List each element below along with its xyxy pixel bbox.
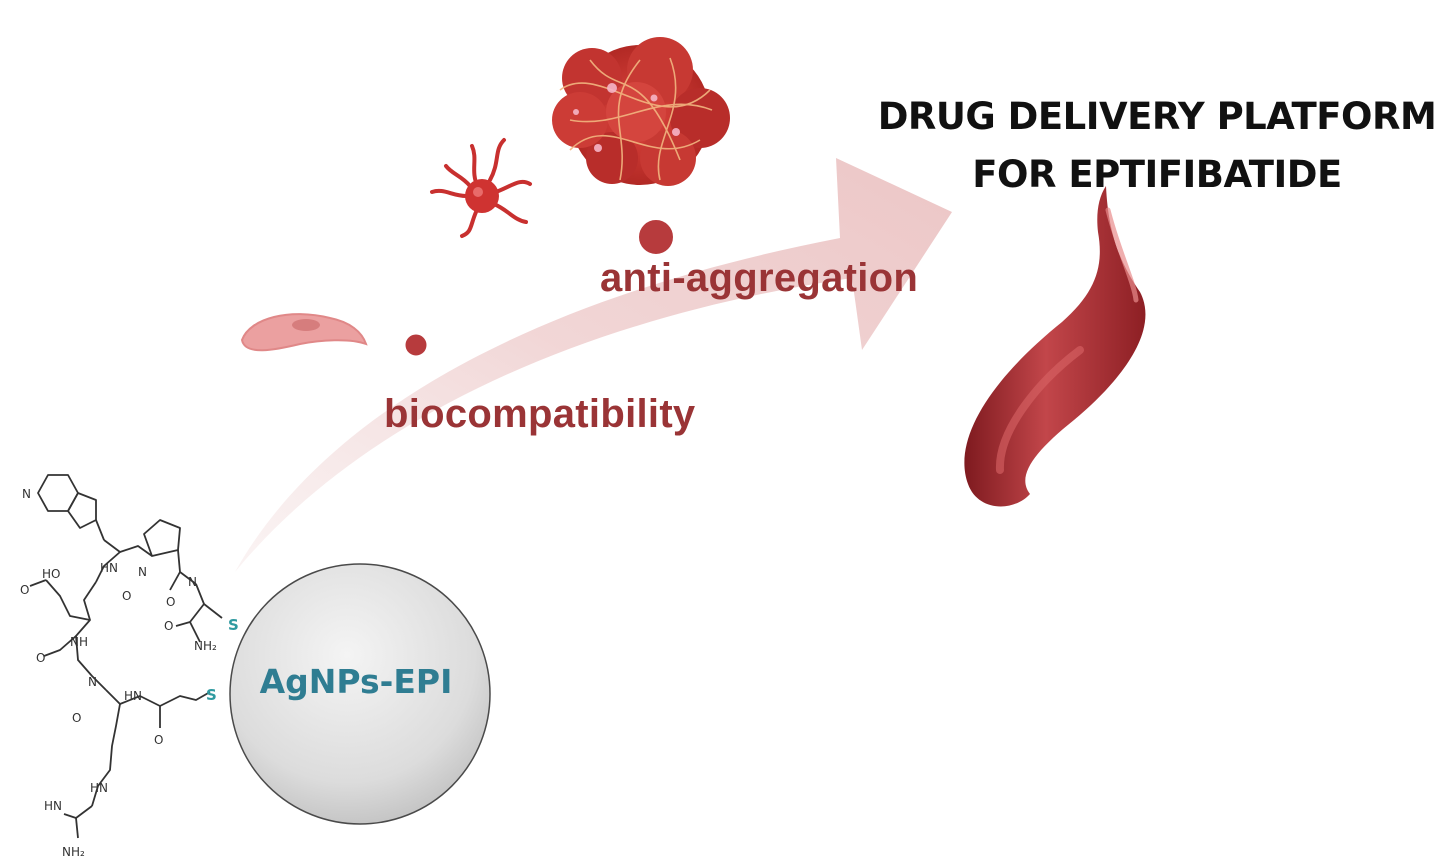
svg-text:S: S xyxy=(228,616,239,634)
biocompatibility-label: biocompatibility xyxy=(384,392,696,436)
svg-text:HN: HN xyxy=(100,561,118,575)
process-arrow xyxy=(235,158,952,572)
nanoparticle-label: AgNPs-EPI xyxy=(259,662,453,701)
svg-text:N: N xyxy=(188,575,197,589)
biocompatibility-dot xyxy=(402,331,430,359)
silver-nanoparticle-icon xyxy=(229,563,491,825)
svg-text:N: N xyxy=(138,565,147,579)
platelet-icon xyxy=(430,138,532,238)
blood-clot-icon xyxy=(552,37,730,186)
svg-text:N: N xyxy=(22,487,31,501)
svg-text:O: O xyxy=(166,595,175,609)
title-line-2: FOR EPTIFIBATIDE xyxy=(972,153,1342,196)
svg-text:NH₂: NH₂ xyxy=(62,845,85,859)
figure-title: DRUG DELIVERY PLATFORM FOR EPTIFIBATIDE xyxy=(860,88,1454,204)
svg-text:HO: HO xyxy=(42,567,60,581)
title-line-1: DRUG DELIVERY PLATFORM xyxy=(877,95,1437,138)
anti-aggregation-label: anti-aggregation xyxy=(600,256,919,300)
svg-text:N: N xyxy=(88,675,97,689)
svg-text:O: O xyxy=(154,733,163,747)
svg-text:O: O xyxy=(72,711,81,725)
svg-text:NH: NH xyxy=(70,635,88,649)
svg-text:HN: HN xyxy=(124,689,142,703)
svg-text:O: O xyxy=(20,583,29,597)
eptifibatide-structure-icon: N HN N N HO O O O O NH O N HN O O NH₂ HN… xyxy=(20,474,239,859)
anti-aggregation-dot xyxy=(635,216,677,258)
svg-text:HN: HN xyxy=(44,799,62,813)
svg-text:O: O xyxy=(36,651,45,665)
blood-vessel-icon xyxy=(964,186,1146,507)
fibroblast-cell-icon xyxy=(240,313,368,352)
svg-text:NH₂: NH₂ xyxy=(194,639,217,653)
svg-text:O: O xyxy=(122,589,131,603)
svg-text:S: S xyxy=(206,686,217,704)
svg-text:O: O xyxy=(164,619,173,633)
svg-text:HN: HN xyxy=(90,781,108,795)
